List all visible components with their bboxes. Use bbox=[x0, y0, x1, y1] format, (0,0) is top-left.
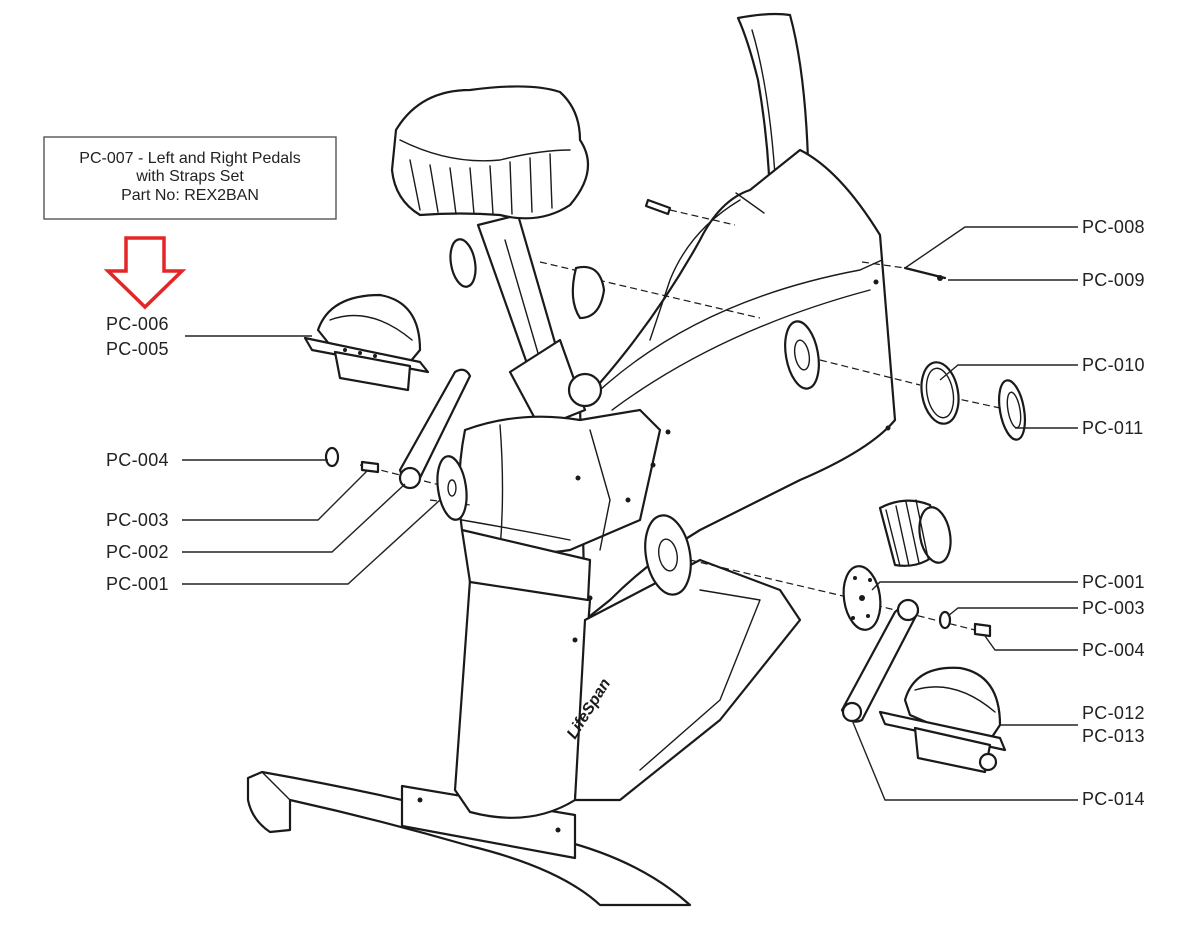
bike-drawing: LifeSpan bbox=[246, 12, 1027, 907]
red-down-arrow-icon bbox=[103, 236, 187, 310]
left-labels: PC-006 PC-005 PC-004 PC-003 PC-002 PC-00… bbox=[106, 314, 169, 594]
callout-line-1: PC-007 - Left and Right Pedals bbox=[79, 150, 300, 167]
leader-lines bbox=[182, 226, 1078, 801]
right-labels: PC-008 PC-009 PC-010 PC-011 PC-001 PC-00… bbox=[1082, 217, 1145, 809]
label-pc-003-right: PC-003 bbox=[1082, 598, 1145, 618]
label-pc-011: PC-011 bbox=[1082, 418, 1144, 438]
label-pc-006: PC-006 bbox=[106, 314, 169, 334]
label-pc-012: PC-012 bbox=[1082, 703, 1145, 723]
label-pc-004-right: PC-004 bbox=[1082, 640, 1145, 660]
label-pc-003-left: PC-003 bbox=[106, 510, 169, 530]
label-pc-013: PC-013 bbox=[1082, 726, 1145, 746]
label-pc-001-right: PC-001 bbox=[1082, 572, 1145, 592]
label-pc-002: PC-002 bbox=[106, 542, 169, 562]
callout-line-2: with Straps Set bbox=[135, 168, 244, 185]
callout-box: PC-007 - Left and Right Pedals with Stra… bbox=[43, 136, 337, 220]
label-pc-014: PC-014 bbox=[1082, 789, 1145, 809]
callout-line-3: Part No: REX2BAN bbox=[121, 187, 259, 204]
label-pc-005: PC-005 bbox=[106, 339, 169, 359]
label-pc-009: PC-009 bbox=[1082, 270, 1145, 290]
label-pc-001-left: PC-001 bbox=[106, 574, 169, 594]
label-pc-010: PC-010 bbox=[1082, 355, 1145, 375]
label-pc-004-left: PC-004 bbox=[106, 450, 169, 470]
label-pc-008: PC-008 bbox=[1082, 217, 1145, 237]
